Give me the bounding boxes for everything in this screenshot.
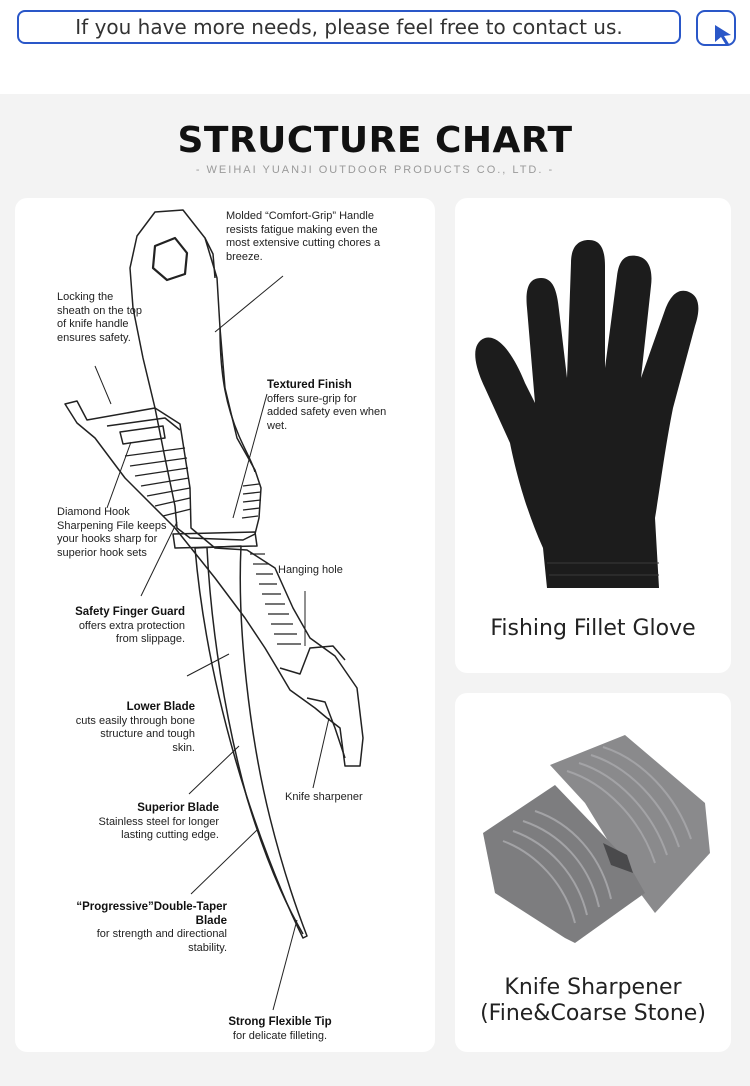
lower-blade-body: cuts easily through bone structure and t…: [75, 714, 195, 754]
page-title: STRUCTURE CHART: [177, 120, 573, 161]
flexible-tip-body: for delicate filleting.: [232, 1029, 328, 1042]
sharpener-caption-line1: Knife Sharpener: [504, 975, 682, 1000]
hanging-hole-annotation: Hanging hole: [278, 564, 343, 576]
superior-blade-title: Superior Blade: [137, 802, 219, 814]
finger-guard-body: offers extra protection from slippage.: [78, 619, 185, 646]
flexible-tip-annotation: Strong Flexible Tip for delicate filleti…: [195, 1016, 365, 1043]
knife-sharpener-card: Knife Sharpener (Fine&Coarse Stone): [455, 693, 731, 1052]
double-taper-annotation: “Progressive”Double-Taper Blade for stre…: [75, 901, 227, 955]
company-subtitle: - WEIHAI YUANJI OUTDOOR PRODUCTS CO., LT…: [195, 164, 555, 176]
finger-guard-title: Safety Finger Guard: [75, 606, 185, 618]
fillet-glove-card: Fishing Fillet Glove: [455, 198, 731, 673]
glove-caption: Fishing Fillet Glove: [490, 616, 696, 641]
cursor-click-icon: [715, 25, 731, 45]
double-taper-title: “Progressive”Double-Taper Blade: [76, 901, 227, 927]
sharpener-caption-line2: (Fine&Coarse Stone): [480, 1001, 706, 1026]
textured-finish-title: Textured Finish: [267, 379, 352, 391]
diamond-file-annotation: Diamond Hook Sharpening File keeps your …: [57, 506, 167, 559]
flexible-tip-title: Strong Flexible Tip: [228, 1016, 332, 1028]
finger-guard-annotation: Safety Finger Guard offers extra protect…: [55, 606, 185, 647]
contact-text: If you have more needs, please feel free…: [75, 15, 623, 39]
lower-blade-annotation: Lower Blade cuts easily through bone str…: [75, 701, 195, 755]
lower-blade-title: Lower Blade: [126, 701, 195, 713]
fillet-knife-diagram: [64, 209, 364, 1011]
knife-sharpener-icon: [483, 735, 710, 943]
textured-finish-body: offers sure-grip for added safety even w…: [267, 392, 387, 432]
textured-finish-annotation: Textured Finish offers sure-grip for add…: [267, 379, 387, 433]
locking-annotation: Locking the sheath on the top of knife h…: [57, 291, 143, 344]
superior-blade-annotation: Superior Blade Stainless steel for longe…: [65, 802, 219, 843]
contact-banner[interactable]: If you have more needs, please feel free…: [17, 10, 681, 44]
knife-sharpener-annotation: Knife sharpener: [285, 791, 363, 803]
double-taper-body: for strength and directional stability.: [96, 928, 227, 954]
glove-icon: [475, 240, 699, 588]
superior-blade-body: Stainless steel for longer lasting cutti…: [98, 815, 219, 842]
contact-button[interactable]: [696, 10, 736, 46]
handle-annotation: Molded “Comfort-Grip” Handle resists fat…: [226, 210, 381, 263]
knife-diagram-card: Molded “Comfort-Grip” Handle resists fat…: [15, 198, 435, 1052]
